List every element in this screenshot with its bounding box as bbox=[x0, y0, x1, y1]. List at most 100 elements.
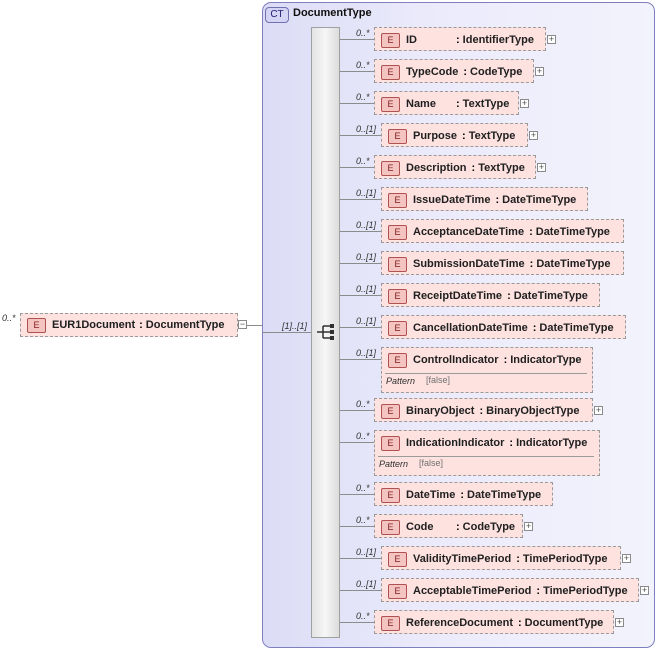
element-name: ID bbox=[406, 34, 417, 46]
element-multiplicity: 0..[1] bbox=[356, 348, 377, 358]
element-multiplicity: 0..* bbox=[356, 431, 370, 441]
root-element-type: DocumentType bbox=[145, 319, 225, 331]
connector bbox=[340, 410, 374, 411]
element-multiplicity: 0..* bbox=[356, 611, 370, 621]
type-separator: : bbox=[460, 489, 464, 501]
root-element-name: EUR1Document bbox=[52, 319, 136, 331]
connector bbox=[340, 494, 374, 495]
element-name: AcceptanceDateTime bbox=[413, 226, 525, 238]
expand-icon[interactable]: + bbox=[547, 34, 556, 44]
connector bbox=[340, 590, 381, 591]
element-type: TextType bbox=[462, 98, 510, 110]
element-badge-icon: E bbox=[388, 320, 407, 336]
facet-value: [false] bbox=[426, 375, 451, 385]
expand-icon[interactable]: + bbox=[520, 98, 529, 108]
element-badge-icon: E bbox=[381, 96, 400, 112]
expand-icon[interactable]: + bbox=[524, 521, 533, 531]
type-separator: : bbox=[529, 226, 533, 238]
connector bbox=[340, 103, 374, 104]
connector bbox=[340, 39, 374, 40]
element-type: DateTimeType bbox=[513, 290, 588, 302]
element-badge-icon: E bbox=[388, 256, 407, 272]
facet-value: [false] bbox=[419, 458, 444, 468]
expand-icon[interactable]: + bbox=[537, 162, 546, 172]
element-type: TextType bbox=[478, 162, 525, 174]
sequence-compositor-icon[interactable] bbox=[316, 324, 336, 340]
element-badge-icon: E bbox=[27, 317, 46, 333]
element-multiplicity: 0..* bbox=[356, 399, 370, 409]
element-type: DateTimeType bbox=[502, 194, 577, 206]
connector bbox=[340, 558, 381, 559]
element-multiplicity: 0..[1] bbox=[356, 188, 377, 198]
collapse-icon[interactable]: − bbox=[238, 319, 247, 329]
element-name: SubmissionDateTime bbox=[413, 258, 525, 270]
element-name: Purpose bbox=[413, 130, 458, 142]
root-multiplicity: 0..* bbox=[2, 313, 16, 323]
expand-icon[interactable]: + bbox=[594, 405, 603, 415]
type-separator: : bbox=[503, 354, 508, 366]
expand-icon[interactable]: + bbox=[529, 130, 538, 140]
element-type: TextType bbox=[468, 130, 516, 142]
element-type: IndicatorType bbox=[516, 437, 588, 449]
element-type: DateTimeType bbox=[539, 322, 614, 334]
type-separator: : bbox=[462, 130, 466, 142]
expand-icon[interactable]: + bbox=[615, 617, 624, 627]
type-separator: : bbox=[517, 617, 522, 629]
element-multiplicity: 0..[1] bbox=[356, 284, 377, 294]
element-multiplicity: 0..* bbox=[356, 156, 370, 166]
expand-icon[interactable]: + bbox=[535, 66, 544, 76]
element-type: CodeType bbox=[470, 66, 523, 78]
expand-icon[interactable]: + bbox=[622, 553, 631, 563]
type-separator: : bbox=[536, 585, 541, 597]
sequence-multiplicity: [1]..[1] bbox=[282, 321, 308, 331]
connector bbox=[340, 442, 374, 443]
element-multiplicity: 0..* bbox=[356, 515, 370, 525]
type-separator: : bbox=[456, 34, 460, 46]
element-multiplicity: 0..[1] bbox=[356, 579, 377, 589]
connector bbox=[340, 263, 381, 264]
facet-divider bbox=[378, 456, 594, 457]
element-badge-icon: E bbox=[381, 64, 400, 80]
element-multiplicity: 0..* bbox=[356, 483, 370, 493]
element-name: TypeCode bbox=[406, 66, 459, 78]
element-multiplicity: 0..* bbox=[356, 60, 370, 70]
root-element[interactable]: E EUR1Document : DocumentType bbox=[20, 313, 238, 337]
element-multiplicity: 0..[1] bbox=[356, 252, 377, 262]
connector bbox=[340, 231, 381, 232]
expand-icon[interactable]: + bbox=[640, 585, 649, 595]
connector bbox=[340, 359, 381, 360]
element-multiplicity: 0..[1] bbox=[356, 547, 377, 557]
element-badge-icon: E bbox=[388, 128, 407, 144]
connector bbox=[262, 332, 311, 333]
element-badge-icon: E bbox=[388, 551, 407, 567]
element-multiplicity: 0..[1] bbox=[356, 124, 377, 134]
element-type: DateTimeType bbox=[536, 258, 611, 270]
element-name: AcceptableTimePeriod bbox=[413, 585, 532, 597]
connector bbox=[340, 295, 381, 296]
element-box[interactable]: E Purpose:TextType bbox=[381, 123, 528, 147]
element-name: ReferenceDocument bbox=[406, 617, 513, 629]
element-name: ControlIndicator bbox=[413, 354, 499, 366]
element-type: BinaryObjectType bbox=[486, 405, 580, 417]
facet-label: Pattern bbox=[379, 459, 409, 469]
connector bbox=[340, 167, 374, 168]
connector bbox=[340, 526, 374, 527]
element-type: DateTimeType bbox=[467, 489, 542, 501]
